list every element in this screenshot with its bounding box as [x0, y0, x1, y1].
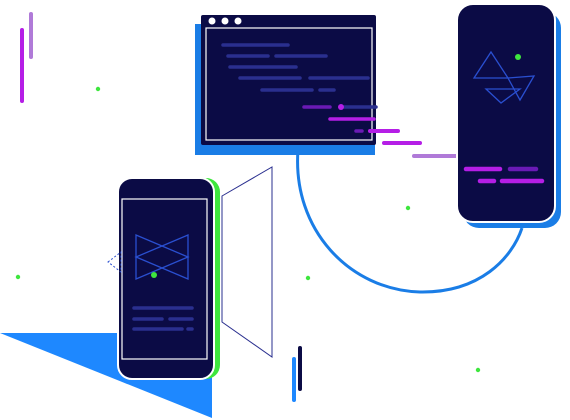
phone-left-code-lines: [132, 306, 194, 331]
projection-beam: [221, 166, 273, 358]
code-lines: [221, 43, 378, 133]
dashed-triangle: [107, 250, 122, 274]
decor-lines-top-left: [20, 12, 33, 103]
window-dots-icon: [208, 17, 242, 25]
phone-right: [456, 3, 561, 228]
decor-dots: [15, 86, 481, 373]
phone-left: [117, 177, 220, 380]
connector-arc: [296, 149, 524, 294]
code-editor-window: [195, 15, 378, 155]
triangle-logo-icon: [472, 50, 536, 104]
decor-lines-bottom: [292, 346, 302, 402]
triangle-logo-icon: [134, 234, 190, 280]
phone-right-code-lines: [463, 166, 545, 184]
